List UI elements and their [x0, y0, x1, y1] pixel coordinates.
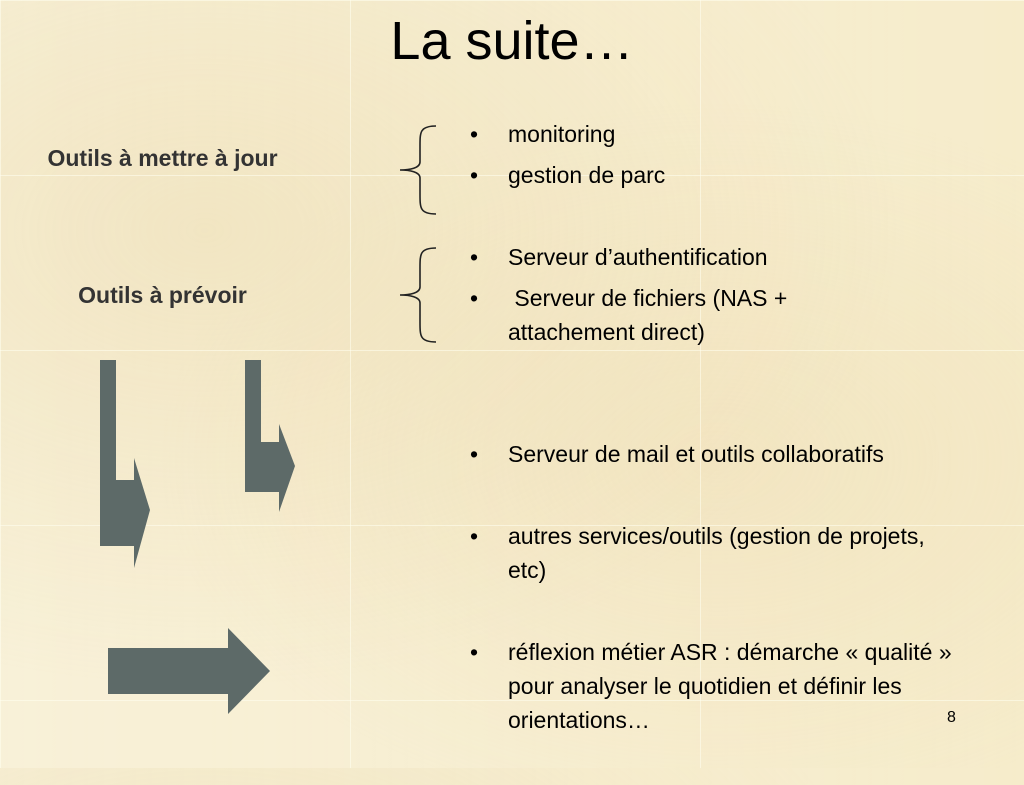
label-tools-to-plan: Outils à prévoir: [78, 282, 247, 308]
list-item: • monitoring: [470, 117, 970, 151]
list-item-text: Serveur de fichiers (NAS + attachement d…: [508, 285, 794, 345]
list-item: • autres services/outils (gestion de pro…: [470, 519, 968, 587]
bullet-icon: •: [470, 523, 479, 549]
page-number: 8: [947, 709, 956, 726]
left-brace-icon: [399, 247, 437, 343]
list-item-text: gestion de parc: [508, 162, 666, 188]
slide-title: La suite…: [390, 11, 634, 71]
list-item: • Serveur de fichiers (NAS + attachement…: [470, 281, 890, 349]
list-item: • gestion de parc: [470, 158, 970, 192]
bent-arrow-down-right-icon: [100, 360, 150, 568]
list-item: • Serveur de mail et outils collaboratif…: [470, 437, 1000, 471]
left-brace-icon: [399, 125, 437, 215]
list-item: • Serveur d’authentification: [470, 240, 890, 274]
bullet-icon: •: [470, 441, 479, 467]
list-item-text: monitoring: [508, 121, 616, 147]
bent-arrow-down-right-icon: [245, 360, 295, 512]
list-item-text: autres services/outils (gestion de proje…: [508, 523, 925, 583]
bullet-icon: •: [470, 162, 479, 188]
label-tools-to-update: Outils à mettre à jour: [47, 145, 278, 171]
tools-to-update-list: • monitoring • gestion de parc: [470, 117, 970, 199]
bullet-icon: •: [470, 244, 479, 270]
list-item-text: Serveur de mail et outils collaboratifs: [508, 441, 884, 467]
list-item-text: Serveur d’authentification: [508, 244, 768, 270]
list-item: • réflexion métier ASR : démarche « qual…: [470, 635, 978, 737]
list-item-text: réflexion métier ASR : démarche « qualit…: [508, 639, 952, 733]
tools-to-plan-list: • Serveur d’authentification • Serveur d…: [470, 240, 890, 356]
more-tools-list: • Serveur de mail et outils collaboratif…: [470, 437, 1000, 785]
arrow-right-icon: [108, 628, 270, 714]
bullet-icon: •: [470, 121, 479, 147]
bullet-icon: •: [470, 285, 479, 311]
bullet-icon: •: [470, 639, 479, 665]
